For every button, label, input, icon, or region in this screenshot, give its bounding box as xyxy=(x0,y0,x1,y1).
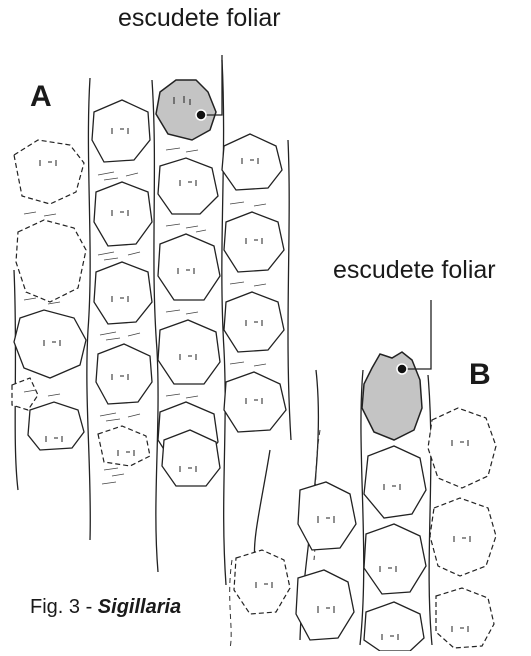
leaf-scar xyxy=(158,320,220,384)
leaf-scar xyxy=(28,402,84,450)
panel-letter-b: B xyxy=(469,358,491,392)
leaf-scar xyxy=(364,446,426,518)
rib-line xyxy=(230,560,232,648)
figure-caption: Fig. 3 - Sigillaria xyxy=(30,596,181,619)
callout-label-a: escudete foliar xyxy=(118,4,281,33)
rib-line xyxy=(14,270,18,490)
leaf-scar xyxy=(234,550,290,614)
leaf-scar xyxy=(298,482,356,550)
leaf-scar xyxy=(158,234,220,300)
leaf-scar xyxy=(92,100,150,162)
leaf-scar xyxy=(296,570,354,640)
leaf-scar xyxy=(364,524,426,594)
leaf-scar xyxy=(224,372,286,432)
leaf-scar xyxy=(222,134,282,190)
leaf-scar xyxy=(96,344,152,404)
leaf-scar xyxy=(158,158,218,214)
leader-dot-b xyxy=(397,364,407,374)
specimen-b xyxy=(230,300,496,651)
callout-label-b: escudete foliar xyxy=(333,256,496,285)
specimen-a xyxy=(12,55,291,585)
rib-line xyxy=(254,450,270,560)
leaf-scar xyxy=(14,140,84,204)
leaf-scar xyxy=(430,498,496,576)
leaf-scar xyxy=(436,588,494,648)
highlighted-leaf-scar xyxy=(156,80,216,140)
leaf-scar xyxy=(14,310,86,378)
rib-line xyxy=(428,375,432,645)
leaf-scar xyxy=(364,602,424,651)
caption-prefix: Fig. 3 - xyxy=(30,596,98,618)
leader-dot-a xyxy=(196,110,206,120)
leaf-scar xyxy=(428,408,496,488)
rib-line xyxy=(87,78,90,540)
leaf-scar xyxy=(16,220,86,302)
highlighted-leaf-scar xyxy=(362,352,422,440)
rib-line xyxy=(152,80,158,572)
leaf-scar xyxy=(98,426,150,466)
rib-line xyxy=(288,140,291,440)
leaf-scar xyxy=(94,262,152,324)
panel-letter-a: A xyxy=(30,80,52,114)
caption-genus: Sigillaria xyxy=(98,596,181,618)
leaf-scar xyxy=(224,212,284,272)
leaf-scar xyxy=(94,182,152,246)
